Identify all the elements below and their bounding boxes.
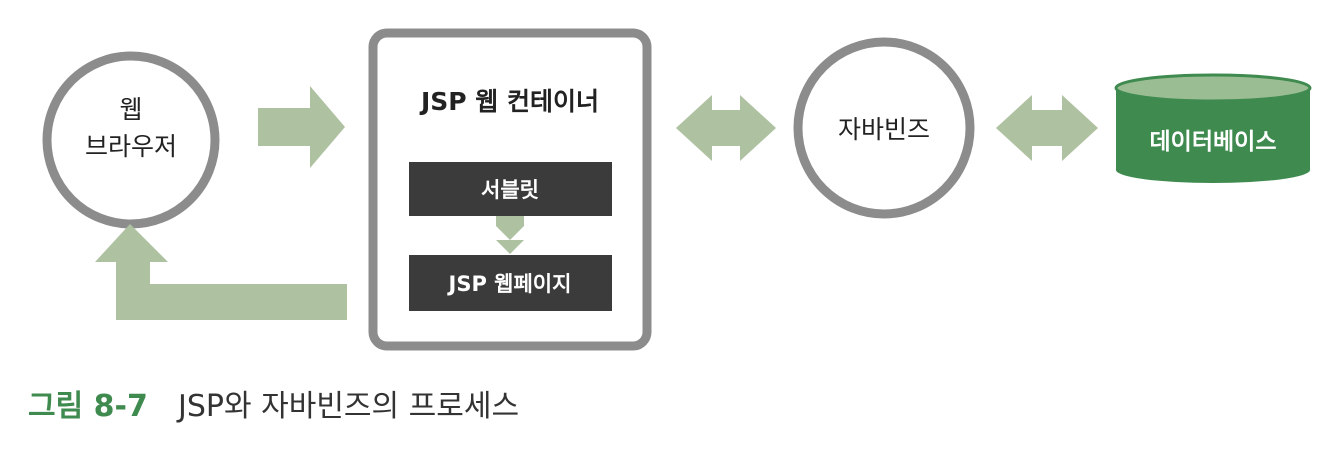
- container-title: JSP 웹 컨테이너: [419, 87, 599, 116]
- javabeans-database-arrow: [996, 95, 1098, 161]
- servlet-label: 서블릿: [481, 178, 539, 202]
- caption-number: 그림 8-7: [28, 389, 148, 424]
- response-arrow: [95, 224, 347, 320]
- database-top: [1114, 73, 1312, 103]
- caption-text: JSP와 자바빈즈의 프로세스: [176, 389, 519, 424]
- javabeans-node: 자바빈즈: [793, 37, 975, 219]
- servlet-box: [409, 162, 612, 216]
- servlet-to-jsp-arrow: [496, 216, 524, 254]
- javabeans-circle: [793, 37, 975, 219]
- database-label: 데이터베이스: [1150, 129, 1277, 155]
- browser-circle: [42, 51, 220, 229]
- container-javabeans-arrow: [676, 95, 776, 161]
- request-arrow: [258, 86, 345, 168]
- javabeans-label: 자바빈즈: [838, 115, 930, 144]
- database-body: [1116, 88, 1310, 183]
- jsp-page-label: JSP 웹페이지: [447, 272, 572, 296]
- browser-label-line1: 웹: [119, 95, 142, 124]
- database-node: 데이터베이스: [1114, 73, 1312, 183]
- figure-caption: 그림 8-7 JSP와 자바빈즈의 프로세스: [28, 389, 519, 424]
- web-browser-node: 웹 브라우저: [42, 51, 220, 229]
- browser-label-line2: 브라우저: [85, 132, 177, 161]
- jsp-web-container: JSP 웹 컨테이너 서블릿 JSP 웹페이지: [368, 28, 652, 351]
- jsp-page-box: [409, 255, 612, 311]
